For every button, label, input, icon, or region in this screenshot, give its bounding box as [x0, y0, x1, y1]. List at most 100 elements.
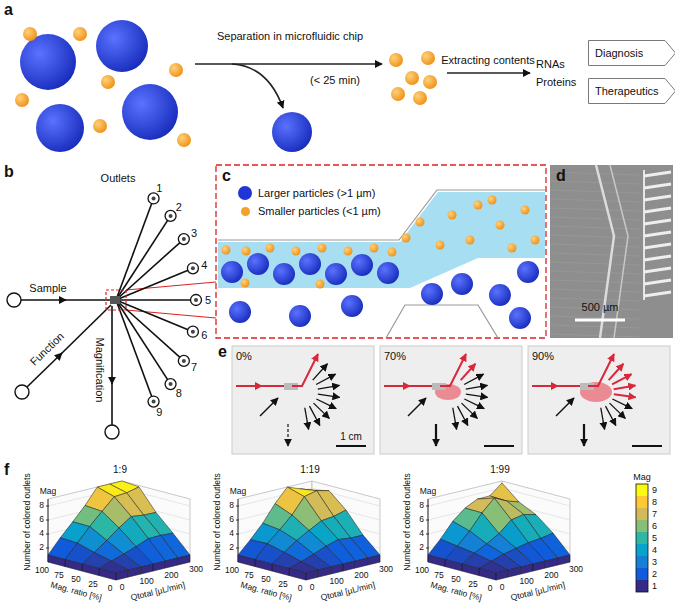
dye-inlet: [384, 385, 410, 387]
callout-number: 7: [191, 361, 197, 374]
large-particle: [273, 263, 295, 285]
tick-label: 25: [468, 580, 477, 590]
colorbar-tick: 6: [652, 521, 657, 531]
tick-label: 25: [88, 580, 97, 590]
tick-label: 2: [39, 543, 44, 553]
surface-side: [343, 561, 355, 571]
small-particle: [391, 87, 405, 101]
dye-outlet: [440, 354, 466, 386]
channel-wall: [386, 305, 498, 338]
separation-branch-arrow: [232, 64, 283, 108]
tick-label: 300: [189, 565, 203, 575]
panel-c-art: [216, 165, 546, 338]
colorbar-step: [636, 544, 648, 556]
colorbar-title: Mag: [633, 472, 651, 482]
callout-number: 2: [176, 201, 182, 214]
outlet-arrow: [614, 394, 636, 397]
small-particle: [222, 246, 231, 255]
dye-outlet: [292, 354, 318, 386]
outlet-arrow: [461, 364, 476, 380]
outlet-port: [165, 379, 176, 390]
outlet-arrow: [316, 399, 336, 409]
sample-channel: [21, 299, 66, 301]
large-particle: [421, 283, 443, 305]
magnification-channel: [111, 382, 113, 425]
panel-letter: a: [4, 1, 13, 19]
sem-outlet-channel: [644, 196, 671, 200]
scale-bar: [575, 319, 625, 322]
panel-b-art: [7, 193, 216, 439]
photo-frame: [232, 346, 374, 454]
content-label: RNAs: [536, 58, 565, 71]
outlet-arrow: [310, 406, 320, 425]
tick-mark: [46, 534, 49, 535]
panel-letter: b: [4, 163, 14, 181]
tick-mark: [426, 534, 429, 535]
tick-label: 8: [419, 501, 424, 511]
tick-mark: [236, 548, 239, 549]
outcome-arrow-box: Therapeutics: [588, 78, 675, 104]
tick-label: 50: [261, 575, 270, 585]
large-particle: [272, 112, 312, 152]
tick-mark: [426, 506, 429, 507]
large-particle: [96, 20, 148, 72]
tick-label: 4: [419, 529, 424, 539]
colorbar-step: [636, 556, 648, 568]
callout-number: 1: [156, 182, 162, 195]
tick-label: 50: [451, 575, 460, 585]
small-particle: [241, 279, 250, 288]
legend-swatch: [238, 186, 252, 200]
large-particle: [325, 263, 347, 285]
surface-side: [445, 560, 462, 572]
separation-arrow: [195, 63, 382, 65]
outlet-arrow: [318, 394, 340, 397]
colorbar-tick: 8: [652, 497, 657, 507]
outlets-label: Outlets: [101, 172, 136, 185]
large-particle: [20, 34, 76, 90]
sem-texture: [550, 235, 640, 238]
surface-side: [255, 560, 272, 572]
sem-image: [550, 165, 673, 338]
sem-outlet-channel: [644, 208, 671, 212]
outlet-arrow: [462, 403, 478, 418]
sem-texture: [550, 316, 640, 319]
small-particle: [93, 119, 107, 133]
surface-side: [558, 555, 570, 565]
large-particle: [489, 284, 511, 306]
outlet-channel: [116, 299, 196, 301]
surface-side: [65, 560, 82, 572]
surface-side: [238, 555, 255, 567]
legend-text: Smaller particles (<1 µm): [258, 205, 381, 218]
small-particle: [413, 91, 427, 105]
dye-outlet: [588, 354, 614, 386]
callout-number: 4: [201, 259, 207, 272]
sem-outlet-channel: [644, 244, 671, 248]
small-particle: [421, 51, 435, 65]
outlet-port-hole: [169, 214, 173, 218]
colorbar-step: [636, 532, 648, 544]
tick-label: 75: [54, 571, 63, 581]
extraction-arrow: [447, 72, 530, 74]
outlet-arrow: [466, 385, 488, 389]
dye-inlet: [236, 385, 262, 387]
box-text: Therapeutics: [595, 85, 659, 98]
colorbar-step: [636, 484, 648, 496]
colorbar-step: [636, 520, 648, 532]
small-particle: [15, 93, 29, 107]
tick-label: 100: [140, 577, 154, 587]
outlet-port: [187, 326, 198, 337]
sem-texture: [550, 334, 640, 337]
small-particle: [423, 75, 437, 89]
outlet-arrow: [610, 403, 626, 418]
large-particle: [36, 104, 84, 152]
outlet-port: [165, 210, 176, 221]
tick-label: 100: [35, 566, 49, 576]
colorbar-tick: 4: [652, 545, 657, 555]
panel-letter: f: [4, 461, 9, 479]
tick-label: 6: [419, 515, 424, 525]
sem-texture: [550, 271, 640, 274]
colorbar-step: [636, 508, 648, 520]
scale-bar: [336, 445, 366, 447]
box-text: Diagnosis: [595, 47, 643, 60]
outlet-channel: [116, 268, 193, 300]
